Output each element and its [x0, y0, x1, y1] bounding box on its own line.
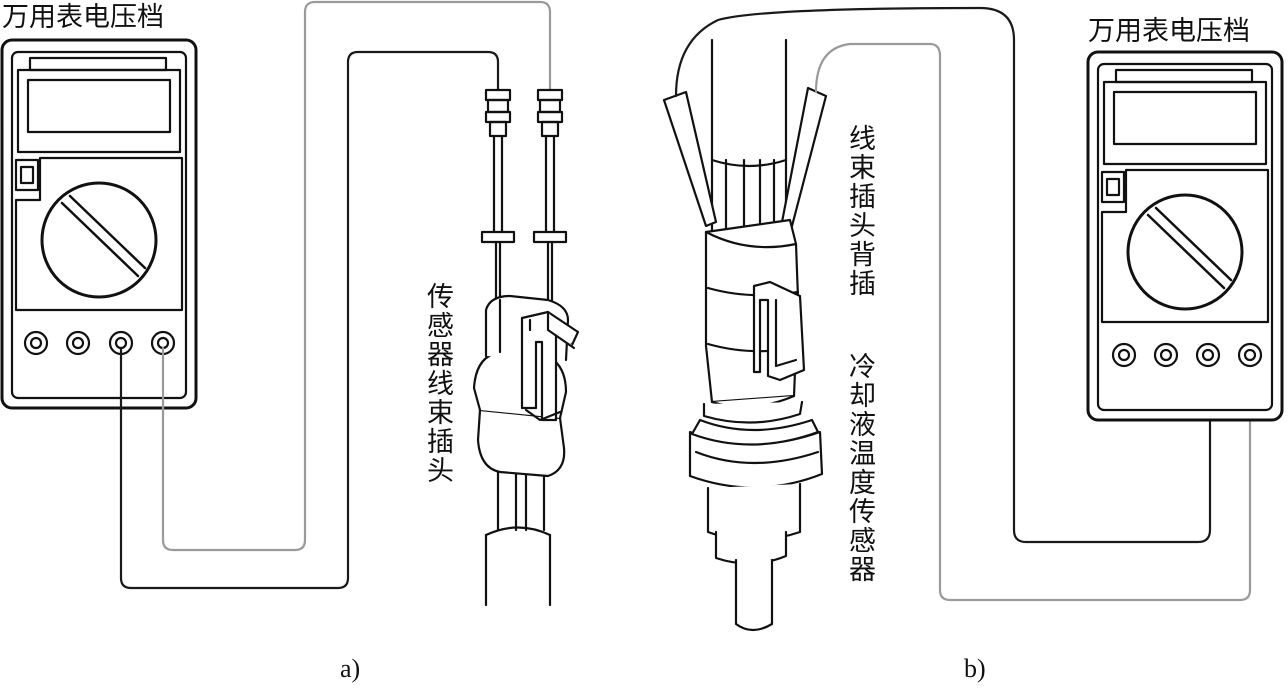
connector-label-b: 线束插头背插	[844, 124, 875, 298]
caption-a: a)	[340, 654, 361, 683]
probe-wire-black-right	[674, 6, 1212, 544]
probes-left	[480, 88, 568, 302]
sensor-label-b: 冷却液温度传感器	[844, 352, 875, 584]
harness-connector-left	[472, 294, 580, 607]
probe-wire-red-left	[161, 0, 552, 552]
connector-label-a: 传感器线束插头	[422, 282, 453, 485]
caption-b: b)	[964, 654, 986, 683]
meter-label-right: 万用表电压档	[1088, 16, 1250, 47]
multimeter-left	[0, 38, 198, 410]
multimeter-right	[1086, 50, 1284, 422]
coolant-temp-sensor	[662, 38, 828, 632]
meter-label-left: 万用表电压档	[2, 2, 164, 33]
probe-wire-red-right	[814, 42, 1252, 602]
probe-wire-black-left	[119, 50, 500, 590]
